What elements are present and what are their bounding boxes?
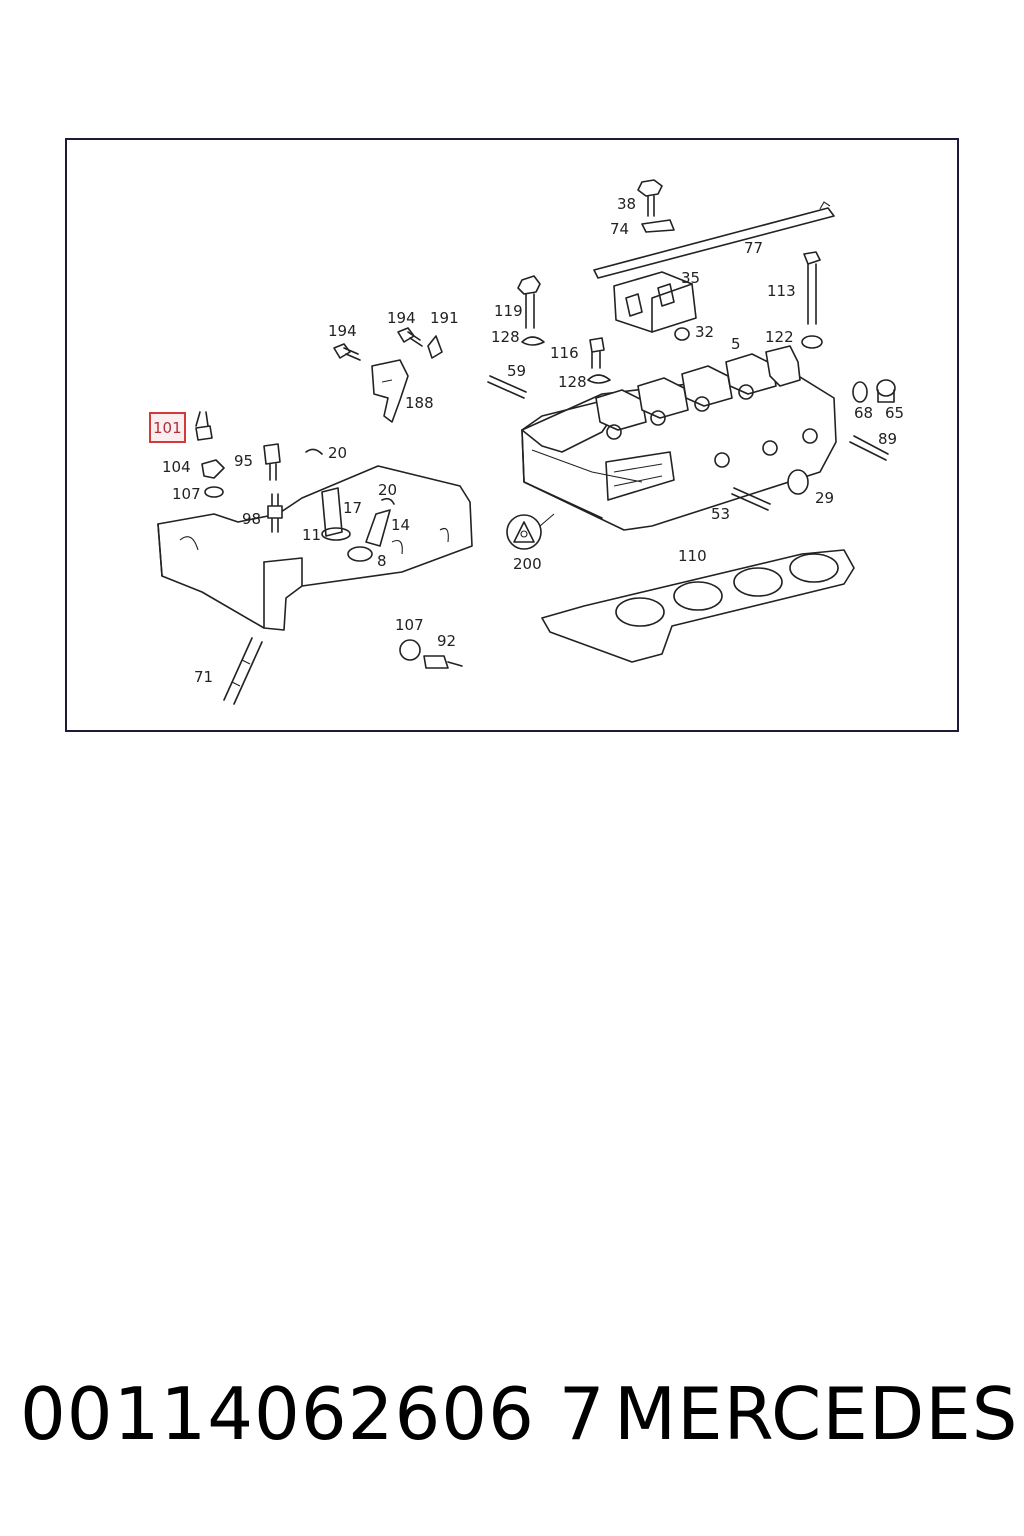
callout-107-lower[interactable]: 107	[395, 616, 424, 634]
part-116-bolt	[589, 337, 605, 369]
part-191-bracket	[427, 335, 443, 359]
callout-107[interactable]: 107	[172, 485, 201, 503]
callout-71[interactable]: 71	[194, 668, 213, 686]
part-65-plug	[876, 379, 896, 403]
footer: 00114062606 7 MERCEDES	[20, 1372, 1017, 1472]
part-200-flange	[506, 513, 555, 550]
part-38-bolt	[637, 179, 663, 217]
callout-59[interactable]: 59	[507, 362, 526, 380]
part-128-washer-lower	[587, 374, 611, 384]
callout-32[interactable]: 32	[695, 323, 714, 341]
callout-labels: 38 74 77 35 119 128 32 113 122 5 194 194…	[153, 195, 904, 686]
callout-77[interactable]: 77	[744, 239, 763, 257]
callout-74[interactable]: 74	[610, 220, 629, 238]
part-194-bolt-left	[333, 343, 361, 361]
callout-101[interactable]: 101	[153, 419, 182, 437]
part-17-sleeve	[321, 487, 343, 537]
callout-53[interactable]: 53	[711, 505, 730, 523]
part-53-stud	[731, 487, 771, 511]
callout-95[interactable]: 95	[234, 452, 253, 470]
callout-5[interactable]: 5	[731, 335, 741, 353]
callout-8[interactable]: 8	[377, 552, 387, 570]
part-8-seal	[347, 546, 373, 562]
callout-104[interactable]: 104	[162, 458, 191, 476]
callout-29[interactable]: 29	[815, 489, 834, 507]
exploded-parts-diagram: 38 74 77 35 119 128 32 113 122 5 194 194…	[149, 179, 904, 705]
callout-191[interactable]: 191	[430, 309, 459, 327]
callout-20-lower[interactable]: 20	[378, 481, 397, 499]
part-128-washer	[521, 336, 545, 346]
part-107-washer	[204, 486, 224, 498]
cover-assembly	[157, 465, 473, 631]
part-95-sensor	[263, 443, 281, 481]
part-11-ring	[321, 527, 351, 541]
callout-35[interactable]: 35	[681, 269, 700, 287]
callout-98[interactable]: 98	[242, 510, 261, 528]
callout-14[interactable]: 14	[391, 516, 410, 534]
callout-110[interactable]: 110	[678, 547, 707, 565]
part-119-bolt	[517, 275, 541, 329]
part-104-plug	[201, 459, 225, 479]
callout-128[interactable]: 128	[491, 328, 520, 346]
callout-113[interactable]: 113	[767, 282, 796, 300]
callout-128-lower[interactable]: 128	[558, 373, 587, 391]
cylinder-head	[521, 345, 837, 531]
part-194-bolt-right	[397, 327, 423, 347]
part-77-strip	[593, 201, 835, 279]
callout-17[interactable]: 17	[343, 499, 362, 517]
part-number: 00114062606 7	[20, 1372, 606, 1456]
part-20-clip-lower	[381, 497, 395, 505]
part-74	[641, 219, 675, 233]
diagram-frame: 38 74 77 35 119 128 32 113 122 5 194 194…	[65, 138, 959, 732]
callout-20-upper[interactable]: 20	[328, 444, 347, 462]
brand-name: MERCEDES	[614, 1372, 1019, 1456]
callout-188[interactable]: 188	[405, 394, 434, 412]
callout-116[interactable]: 116	[550, 344, 579, 362]
part-188-bracket	[371, 359, 409, 423]
part-68-ring	[852, 381, 868, 403]
part-107-washer-lower	[399, 639, 421, 661]
callout-200[interactable]: 200	[513, 555, 542, 573]
callout-11[interactable]: 11	[302, 526, 321, 544]
part-92-sensor	[423, 655, 463, 669]
part-98-sensor	[267, 493, 283, 533]
callout-65[interactable]: 65	[885, 404, 904, 422]
part-32	[674, 327, 690, 341]
part-59-stud	[487, 375, 527, 399]
callout-119[interactable]: 119	[494, 302, 523, 320]
part-101-fitting	[195, 411, 213, 441]
part-20-clip-upper	[305, 448, 323, 455]
part-71-tube	[223, 637, 263, 705]
callout-194-left[interactable]: 194	[328, 322, 357, 340]
highlight-box-101	[149, 412, 186, 443]
part-89-stud	[849, 435, 889, 461]
callout-194-right[interactable]: 194	[387, 309, 416, 327]
callout-122[interactable]: 122	[765, 328, 794, 346]
part-110-gasket	[541, 549, 855, 663]
part-113-bolt	[803, 251, 821, 325]
part-35-bearing-block	[613, 271, 697, 333]
part-29-plug	[787, 469, 809, 495]
callout-68[interactable]: 68	[854, 404, 873, 422]
part-122-washer	[801, 335, 823, 349]
part-14-sleeve	[365, 509, 391, 547]
callout-92[interactable]: 92	[437, 632, 456, 650]
callout-89[interactable]: 89	[878, 430, 897, 448]
callout-38[interactable]: 38	[617, 195, 636, 213]
